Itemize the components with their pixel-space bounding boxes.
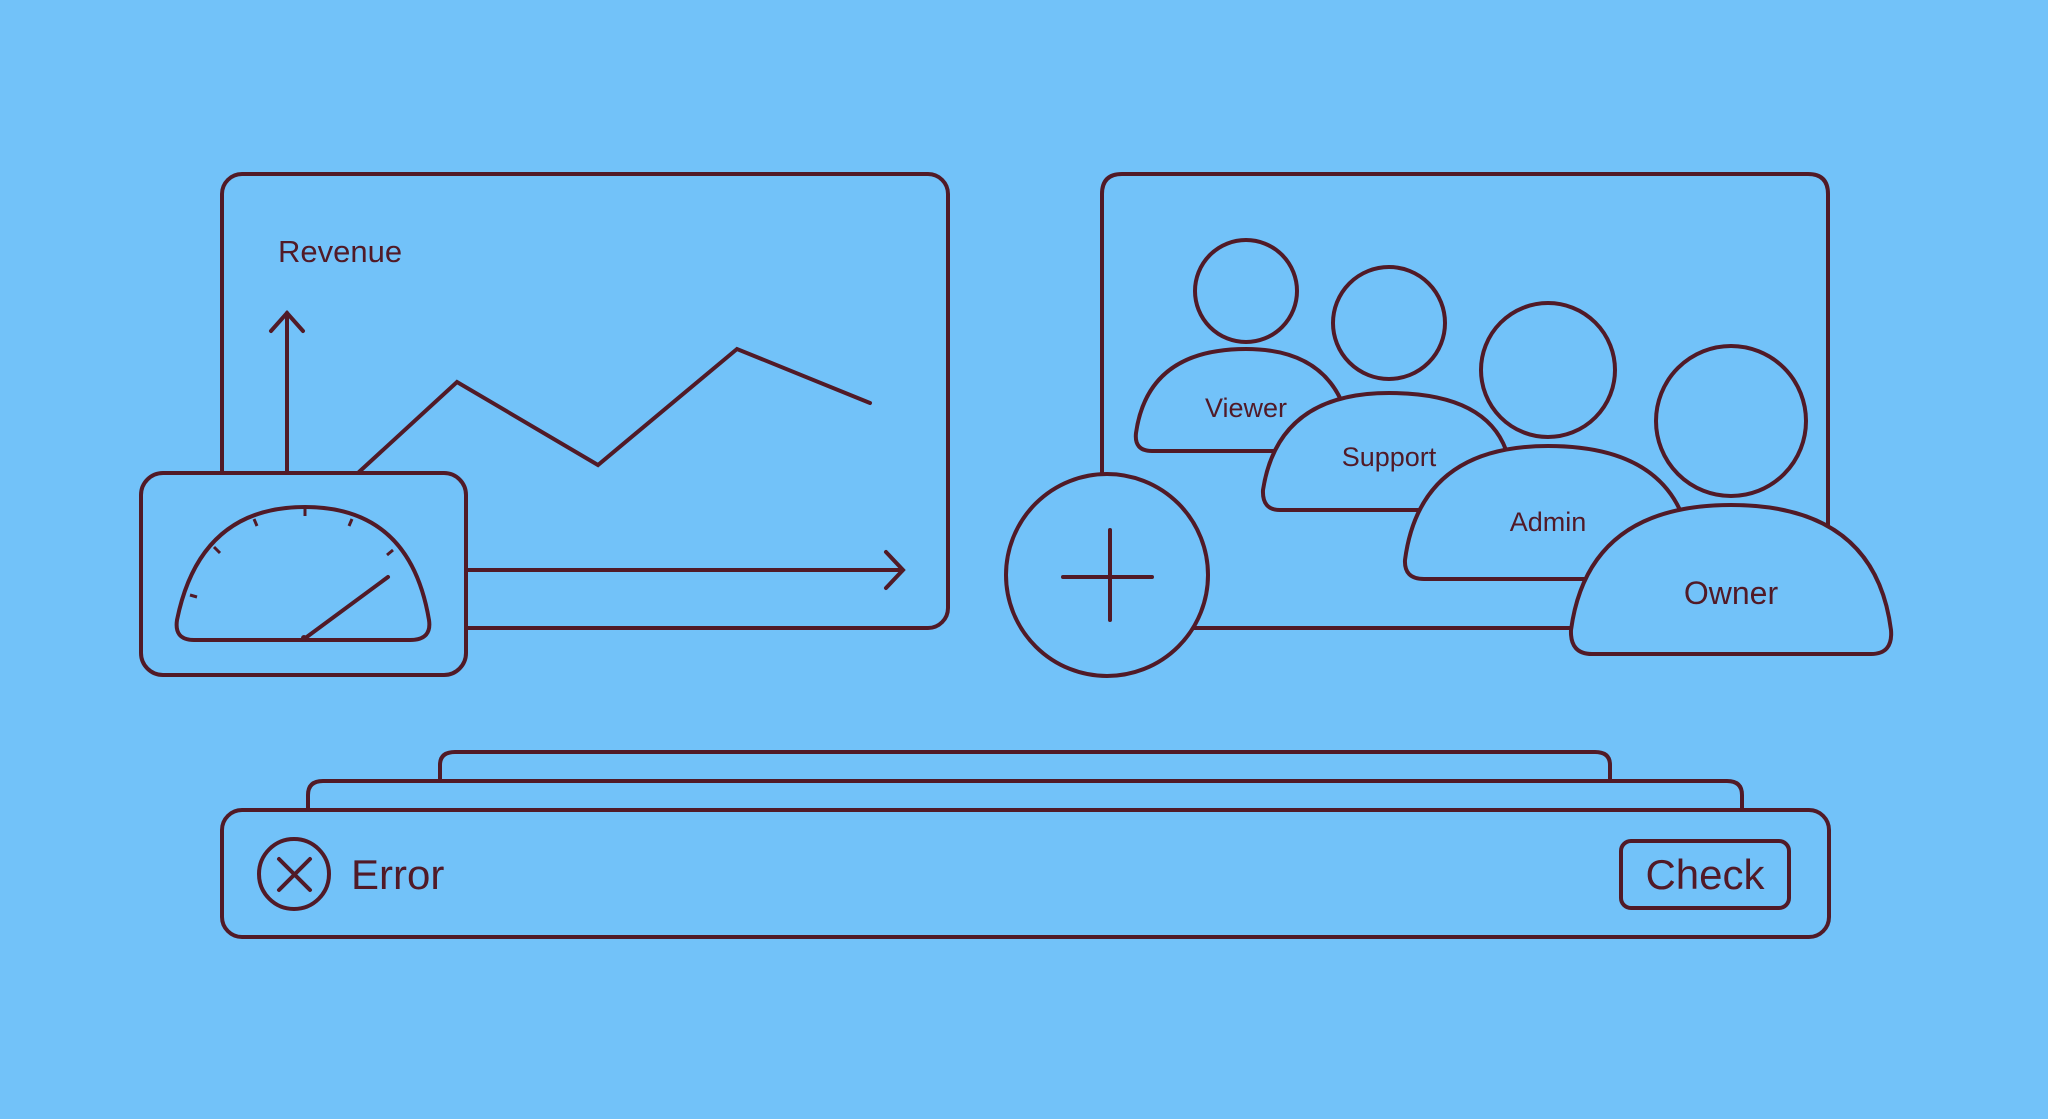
gauge-card (139, 471, 468, 677)
avatar-head (1331, 265, 1447, 381)
gauge-icon (174, 505, 432, 642)
role-label-viewer: Viewer (1205, 393, 1287, 423)
check-button-label: Check (1645, 851, 1765, 898)
stack-layer-back (438, 750, 1612, 782)
check-button[interactable]: Check (1619, 839, 1791, 910)
role-label-admin: Admin (1510, 507, 1587, 537)
revenue-panel: Revenue (139, 172, 950, 677)
stack-layer-middle (306, 779, 1744, 812)
role-label-support: Support (1342, 442, 1437, 472)
avatar-head (1479, 301, 1617, 439)
notification-stack: Error Check (220, 750, 1831, 939)
notification-bar (220, 808, 1831, 939)
avatar-head (1654, 344, 1808, 498)
roles-panel: Viewer Support Admin Owner (1004, 172, 1894, 678)
role-owner[interactable]: Owner (1568, 344, 1894, 656)
error-status: Error (257, 837, 444, 911)
role-label-owner: Owner (1684, 575, 1779, 611)
right-arrow-icon (463, 550, 906, 590)
up-arrow-icon (269, 309, 305, 476)
avatar-head (1193, 238, 1299, 344)
revenue-title: Revenue (278, 234, 402, 269)
revenue-line (357, 346, 872, 474)
add-role-button[interactable] (1004, 472, 1210, 678)
plus-icon (1061, 528, 1154, 622)
error-label: Error (351, 851, 444, 898)
avatar-body (1568, 503, 1894, 656)
